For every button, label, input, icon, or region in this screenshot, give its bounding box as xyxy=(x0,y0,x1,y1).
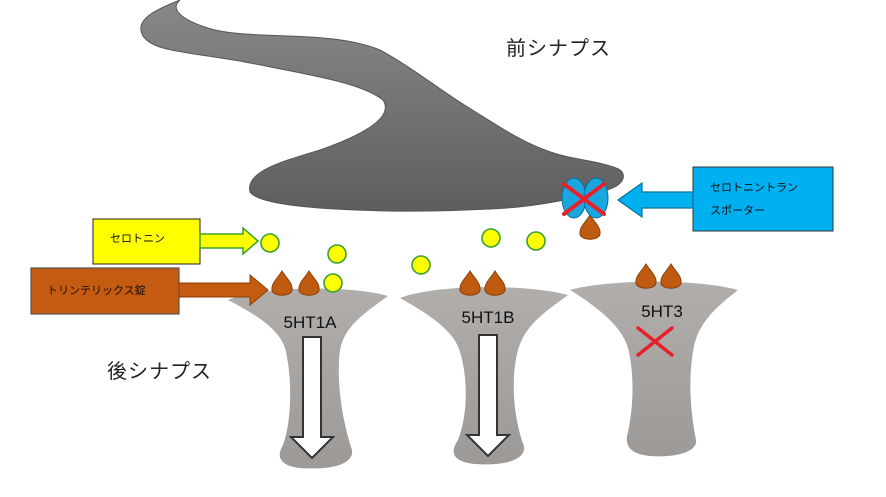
serotonin-molecule xyxy=(260,233,280,253)
serotonin-molecule xyxy=(526,231,546,251)
serotonin-callout-text: セロトニン xyxy=(110,232,165,245)
drug-callout-box xyxy=(30,267,180,315)
block-mark-transporter xyxy=(562,182,606,216)
drug-molecule xyxy=(459,269,481,296)
transporter-callout-text-line2: スポーター xyxy=(710,204,765,217)
drug-callout-arrow xyxy=(178,273,269,307)
receptor-5ht3-body xyxy=(570,281,738,457)
transporter-callout-arrow xyxy=(616,181,694,219)
drug-molecule xyxy=(484,269,506,296)
transporter-callout-text-line1: セロトニントラン xyxy=(710,181,798,194)
receptor-label-5ht1b: 5HT1B xyxy=(462,308,515,327)
postsynapse-label: 後シナプス xyxy=(107,359,212,383)
drug-molecules xyxy=(271,213,682,296)
drug-callout-text: トリンテリックス錠 xyxy=(47,284,146,297)
drug-molecule xyxy=(271,269,293,296)
serotonin-molecule xyxy=(481,228,501,248)
signal-arrow-5ht1b xyxy=(464,334,512,458)
serotonin-molecule xyxy=(411,255,431,275)
drug-molecule xyxy=(298,269,320,296)
presynapse-label: 前シナプス xyxy=(506,36,611,60)
block-mark-5ht3 xyxy=(636,326,674,357)
receptor-label-5ht3: 5HT3 xyxy=(641,302,683,321)
transporter-callout-box xyxy=(692,166,834,232)
serotonin-callout-arrow xyxy=(199,226,260,256)
drug-molecule xyxy=(635,262,657,289)
presynaptic-neuron xyxy=(140,0,624,212)
serotonin-molecule xyxy=(323,273,343,293)
drug-molecule xyxy=(579,213,601,240)
serotonin-molecules xyxy=(260,228,546,293)
drug-molecule xyxy=(660,262,682,289)
signal-arrow-5ht1a xyxy=(288,336,336,460)
receptor-label-5ht1a: 5HT1A xyxy=(284,313,338,332)
serotonin-callout-box xyxy=(92,218,201,265)
serotonin-molecule xyxy=(327,244,347,264)
